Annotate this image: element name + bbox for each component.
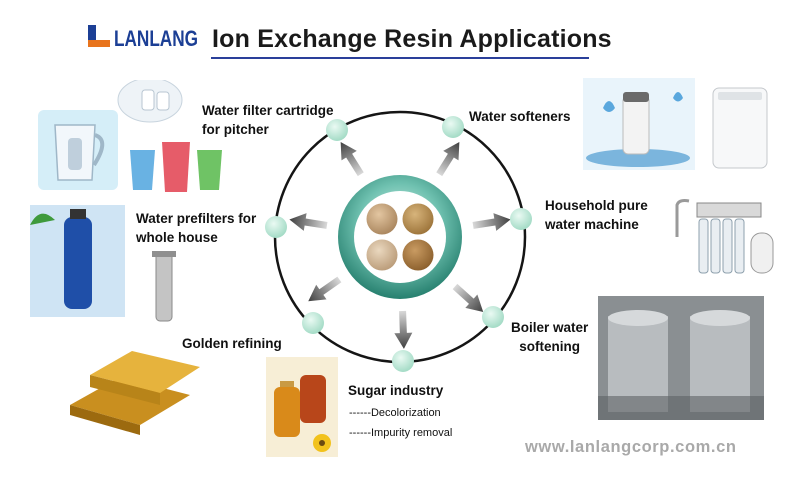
- page-title: Ion Exchange Resin Applications: [212, 25, 612, 53]
- resin-sample-2: [402, 203, 434, 235]
- resin-sample-3: [366, 239, 398, 271]
- node-softeners: [442, 116, 464, 138]
- resin-sample-1: [366, 203, 398, 235]
- arrow-prefilters: [289, 213, 328, 231]
- node-household: [510, 208, 532, 230]
- node-prefilters: [265, 216, 287, 238]
- title-underline: [211, 57, 589, 59]
- boiler-image: [598, 296, 764, 420]
- arrow-household: [472, 213, 511, 231]
- node-boiler: [482, 306, 504, 328]
- label-softeners: Water softeners: [469, 109, 571, 124]
- svg-text:LANLANG: LANLANG: [114, 26, 198, 51]
- resin-sample-4: [402, 239, 434, 271]
- arrow-golden: [308, 276, 342, 302]
- website-url: www.lanlangcorp.com.cn: [525, 438, 737, 456]
- ro-machine-image: [675, 199, 774, 274]
- sugar-detail-decolorization: ------Decolorization: [349, 407, 441, 419]
- label-prefilters: Water prefilters for whole house: [136, 211, 257, 245]
- label-boiler: Boiler water softening: [511, 320, 589, 354]
- arrow-softeners: [436, 142, 460, 177]
- node-golden: [302, 312, 324, 334]
- label-golden: Golden refining: [182, 336, 282, 351]
- node-sugar: [392, 350, 414, 372]
- label-household: Household pure water machine: [545, 198, 648, 232]
- prefilter-image: [30, 205, 176, 322]
- lanlang-logo: LANLANG: [88, 25, 198, 51]
- sugar-detail-impurity-removal: ------Impurity removal: [349, 427, 453, 439]
- honey-image: [266, 357, 338, 457]
- softener-image: [583, 78, 768, 170]
- label-pitcher: Water filter cartridge for pitcher: [202, 103, 334, 137]
- ring-nodes: [265, 116, 532, 372]
- arrow-pitcher: [340, 142, 364, 177]
- arrow-boiler: [452, 283, 484, 312]
- resin-center-disc: [354, 191, 446, 283]
- label-sugar: Sugar industry: [348, 383, 444, 398]
- arrows: [289, 142, 511, 349]
- pitcher-image: [38, 80, 222, 192]
- arrow-sugar: [394, 310, 413, 349]
- gold-bars-image: [70, 351, 200, 435]
- node-pitcher: [326, 119, 348, 141]
